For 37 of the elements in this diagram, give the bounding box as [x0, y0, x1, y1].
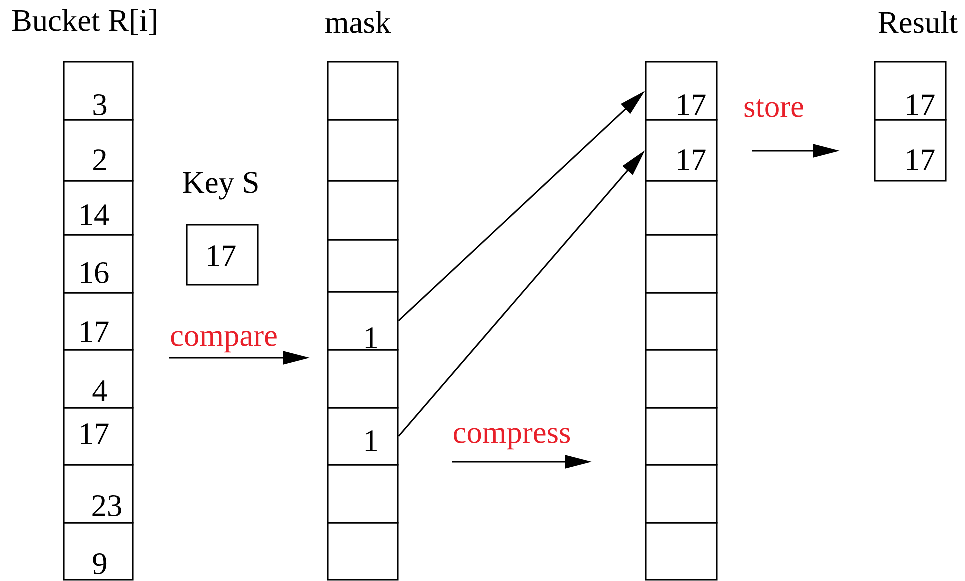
step-label: compare [171, 331, 277, 353]
table-cell: 17 [874, 61, 947, 121]
table-cell [327, 119, 399, 182]
table-cell: 23 [63, 464, 134, 524]
step-label: compress [454, 428, 570, 450]
table-cell [327, 464, 399, 524]
table-cell: 17 [63, 292, 134, 351]
table-cell [645, 234, 718, 294]
table-cell [327, 239, 399, 293]
table-cell [327, 349, 399, 409]
table-cell: 17 [63, 407, 134, 466]
table-cell: 17 [874, 119, 947, 182]
table-cell: 14 [63, 180, 134, 236]
table-cell [327, 180, 399, 241]
step-label: store [744, 99, 804, 118]
table-cell: 17 [645, 61, 718, 121]
key-box: Key S 17 [183, 172, 259, 286]
table-cell: 2 [63, 119, 134, 182]
table-cell [645, 464, 718, 524]
table-cell [645, 407, 718, 466]
table-cell: 4 [63, 349, 134, 409]
node-label: Key S [183, 172, 258, 200]
table-cell: 1 [327, 407, 399, 466]
table-cell: 1 [327, 291, 399, 351]
column-heading: Result [878, 11, 958, 34]
table-cell [645, 349, 718, 409]
table-cell: 17 [645, 119, 718, 182]
table-cell [645, 292, 718, 351]
table-cell: 9 [63, 522, 134, 581]
column-heading: Bucket R[i] [12, 9, 156, 36]
table-cell: 16 [63, 234, 134, 294]
table-cell [327, 522, 399, 581]
table-cell [645, 180, 718, 236]
table-cell [645, 522, 718, 581]
table-cell [327, 61, 399, 121]
column-heading: mask [326, 11, 392, 34]
table-cell: 3 [63, 61, 134, 121]
